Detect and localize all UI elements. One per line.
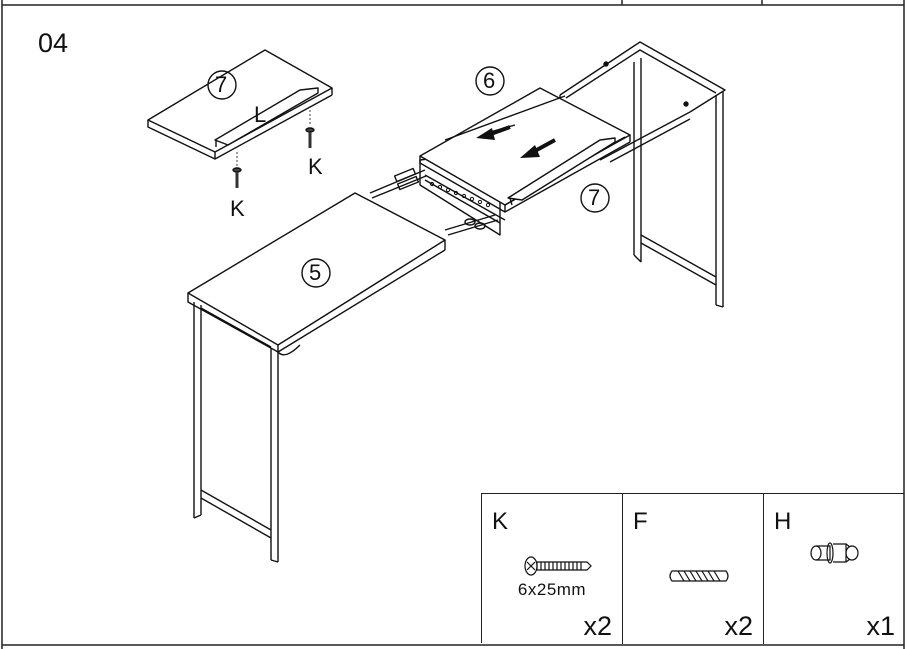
part-quantity: x2: [724, 611, 753, 641]
part-code: K: [492, 508, 509, 535]
callout-board-top-center: 6: [483, 68, 496, 93]
screws-k: [232, 110, 315, 188]
screw-icon: [524, 556, 592, 576]
tabletop-5: [187, 192, 446, 353]
extension-panel-7-right: [504, 136, 626, 206]
slide-rails: [369, 149, 506, 236]
callout-board-right: 7: [588, 185, 601, 210]
part-code: F: [633, 508, 648, 535]
part-quantity: x2: [583, 611, 612, 641]
slide-arrows: [476, 125, 556, 158]
dowel-icon: [669, 570, 729, 582]
part-code: H: [774, 508, 792, 535]
callout-board-top-left: 7: [215, 72, 228, 97]
part-cell-h: H x1: [764, 494, 905, 644]
part-cell-f: F x2: [623, 494, 764, 644]
front-frame: [193, 302, 301, 563]
separate-panel-7: [147, 49, 333, 160]
parts-table: K 6x25mm x2 F: [481, 493, 905, 644]
rear-frame: [559, 41, 726, 308]
callout-circles: [207, 66, 610, 288]
step-number: 04: [38, 28, 69, 58]
screw-left-label: K: [230, 196, 245, 221]
part-cell-k: K 6x25mm x2: [482, 494, 623, 644]
cam-bolt-icon: [810, 542, 859, 564]
part-quantity: x1: [866, 611, 895, 641]
screw-right-label: K: [308, 154, 323, 179]
callout-tabletop-main: 5: [309, 260, 322, 285]
extension-panel-6: [419, 87, 631, 213]
l-mark-label: L: [254, 102, 267, 127]
part-size: 6x25mm: [517, 580, 587, 599]
